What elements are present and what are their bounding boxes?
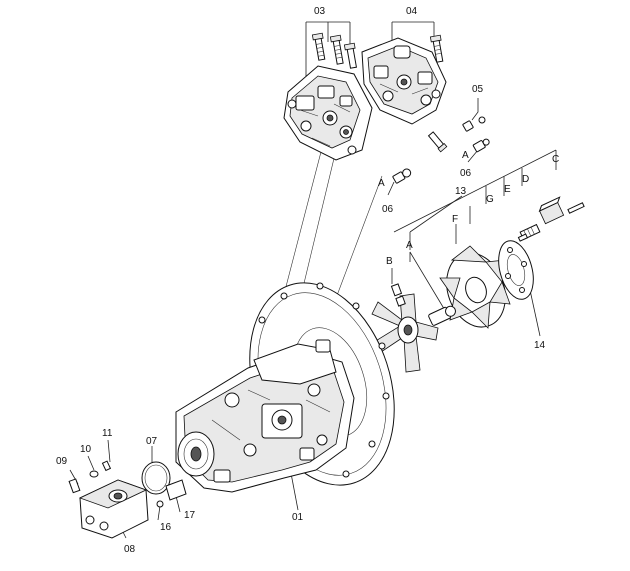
flange-14 [498,240,534,300]
callout-labels: 03 04 05 06 06 A A C D E 13 G F A B 14 0… [56,6,559,555]
label-03: 03 [314,6,326,17]
label-17: 17 [184,510,196,521]
small-fasteners [68,460,187,508]
main-pump-01 [175,339,355,493]
label-07: 07 [146,436,158,447]
label-16: 16 [160,522,172,533]
label-06-right: 06 [460,168,472,179]
label-10: 10 [80,444,92,455]
gear-pump-08 [78,479,149,539]
label-d: D [522,174,529,185]
label-06-left: 06 [382,204,394,215]
label-f: F [452,214,458,225]
label-e: E [504,184,511,195]
label-08: 08 [124,544,136,555]
label-05: 05 [472,84,484,95]
control-valve-04 [361,37,447,125]
label-14: 14 [534,340,546,351]
label-01: 01 [292,512,304,523]
label-g: G [486,194,494,205]
label-a-left: A [378,178,385,189]
label-11: 11 [102,428,113,439]
label-c: C [552,154,559,165]
control-valve-03 [283,65,373,161]
bolts-04 [429,34,444,63]
bolts-03 [311,32,358,69]
label-b: B [386,256,393,267]
label-09: 09 [56,456,68,467]
fittings-05-06 [392,116,490,184]
label-a-top-right: A [462,150,469,161]
label-04: 04 [406,6,418,17]
o-ring-07 [141,461,171,495]
label-a-fan: A [406,240,413,251]
label-13: 13 [455,186,467,197]
coupling-element-f [439,245,511,329]
coupling-parts [371,196,585,373]
